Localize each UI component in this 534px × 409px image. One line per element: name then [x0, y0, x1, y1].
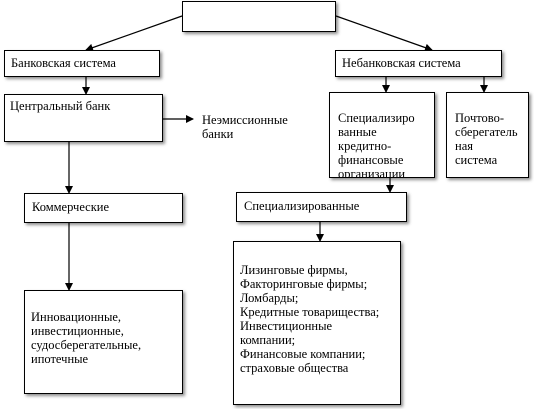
specialized-credit-orgs-node: Специализиро ванные кредитно- финансовые… — [329, 92, 435, 178]
central-bank-label: Центральный банк — [10, 99, 111, 113]
specialized-label: Специализированные — [244, 199, 360, 213]
commercial-types-label: Инновационные, инвестиционные, судосбере… — [31, 310, 142, 366]
arrow-root-to-nonbanking — [335, 15, 433, 52]
specialized-node: Специализированные — [236, 192, 407, 222]
specialized-types-node: Лизинговые фирмы, Факторинговые фирмы; Л… — [233, 241, 401, 405]
postal-savings-node: Почтово- сберегатель ная система — [446, 92, 529, 178]
banking-system-node: Банковская система — [4, 50, 160, 77]
central-bank-node: Центральный банк — [4, 94, 163, 142]
non-issuing-banks-label: Неэмиссионные банки — [202, 113, 288, 141]
specialized-credit-orgs-label: Специализиро ванные кредитно- финансовые… — [338, 111, 415, 178]
root-node — [182, 1, 336, 32]
postal-savings-label: Почтово- сберегатель ная система — [455, 111, 518, 167]
non-issuing-banks-node: Неэмиссионные банки — [202, 99, 312, 141]
non-banking-system-node: Небанковская система — [335, 50, 502, 77]
non-banking-system-label: Небанковская система — [342, 56, 461, 70]
specialized-types-label: Лизинговые фирмы, Факторинговые фирмы; Л… — [240, 263, 380, 375]
commercial-label: Коммерческие — [32, 200, 110, 214]
commercial-types-node: Инновационные, инвестиционные, судосбере… — [24, 290, 183, 394]
arrow-root-to-banking — [85, 15, 183, 52]
banking-system-label: Банковская система — [11, 56, 116, 70]
commercial-node: Коммерческие — [24, 193, 183, 223]
